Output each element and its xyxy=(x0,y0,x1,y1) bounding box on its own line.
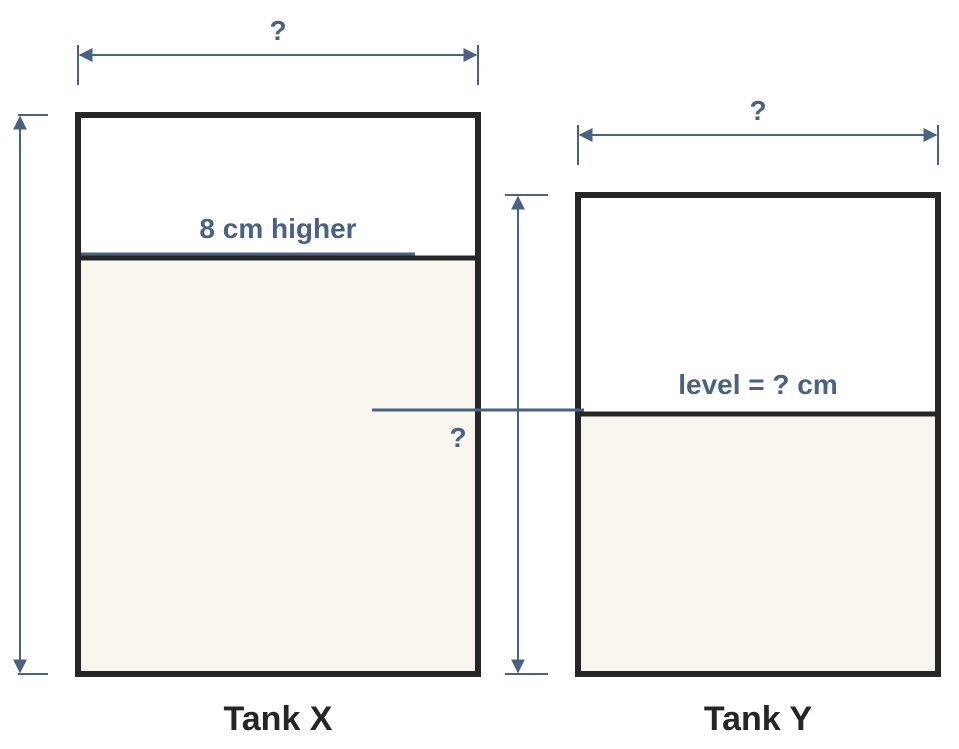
tank-x-width-label: ? xyxy=(269,15,286,46)
tank-y-height-dimension xyxy=(505,194,548,675)
tank-y-width-label: ? xyxy=(749,95,766,126)
tank-y-container xyxy=(575,192,941,677)
tank-x-container xyxy=(75,112,481,677)
tank-y-width-dimension: ? xyxy=(577,95,939,165)
tank-x-level-note: 8 cm higher xyxy=(199,213,356,244)
tank-x: ? 8 cm higher Tank X xyxy=(13,15,481,738)
tank-x-height-dimension xyxy=(13,114,48,675)
tank-x-name: Tank X xyxy=(224,700,333,738)
tank-y-name: Tank Y xyxy=(704,700,813,738)
tank-x-width-dimension: ? xyxy=(77,15,479,85)
height-question-label: ? xyxy=(449,422,466,453)
tank-y-water xyxy=(581,414,935,671)
tank-x-water xyxy=(81,258,475,671)
tank-y: ? level = ? cm Tank Y xyxy=(575,95,941,738)
tank-y-level-label: level = ? cm xyxy=(678,369,838,400)
